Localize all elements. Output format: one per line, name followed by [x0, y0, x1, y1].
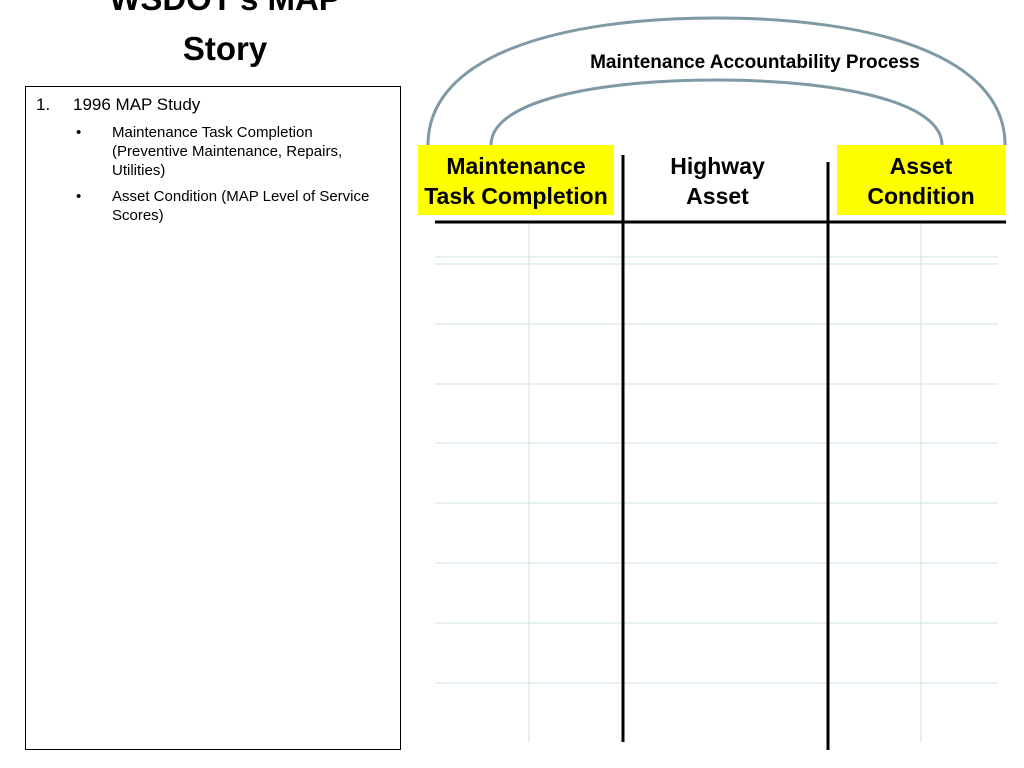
highway-asset-header: Highway Asset	[630, 151, 805, 211]
task-completion-line-2: Task Completion	[424, 183, 608, 209]
grid-lines	[435, 222, 998, 742]
slide-title-line-2: Story	[182, 30, 268, 67]
asset-condition-line-2: Condition	[867, 183, 975, 209]
asset-condition-box: Asset Condition	[837, 145, 1005, 215]
outline-text-box: 1. 1996 MAP Study • Maintenance Task Com…	[25, 86, 401, 750]
bullet-text: Asset Condition (MAP Level of Service Sc…	[112, 188, 370, 224]
task-completion-line-1: Maintenance	[446, 153, 586, 179]
asset-condition-line-1: Asset	[889, 153, 953, 179]
item-number: 1.	[36, 95, 51, 114]
highway-asset-line-1: Highway	[670, 153, 765, 179]
outer-arc	[426, 16, 1007, 146]
inner-arc	[489, 78, 944, 146]
bullet-dot: •	[76, 124, 82, 141]
item-text: 1996 MAP Study	[73, 95, 201, 114]
bullet-text: Maintenance Task Completion (Preventive …	[112, 124, 343, 179]
bullet-dot: •	[76, 188, 82, 205]
slide-title-line-1: WSDOT’s MAP	[60, 0, 390, 18]
highway-asset-line-2: Asset	[686, 183, 749, 209]
task-completion-box: Maintenance Task Completion	[418, 145, 614, 215]
arc-label: Maintenance Accountability Process	[590, 52, 920, 73]
